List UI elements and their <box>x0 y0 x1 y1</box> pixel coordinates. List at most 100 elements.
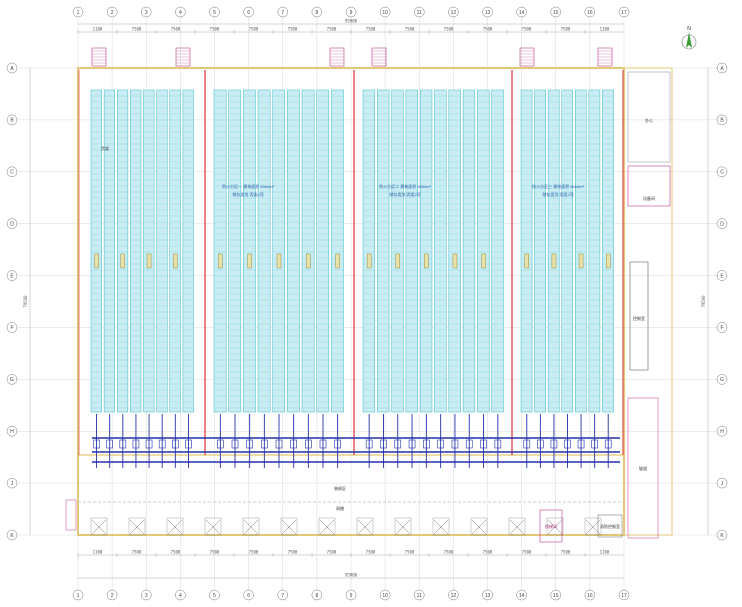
dock-frame <box>508 517 526 536</box>
dim-value: 7500 <box>327 550 337 555</box>
rack-row <box>301 89 315 413</box>
dim-value: 7500 <box>171 27 181 32</box>
rack-row <box>547 89 560 413</box>
equipment-label: 设备间 <box>643 195 655 201</box>
grid-label-row: K <box>10 533 14 539</box>
control-room <box>629 261 649 371</box>
grid-bubble-row <box>716 425 728 437</box>
grid-label-col: 6 <box>247 10 250 16</box>
grid-label-col: 8 <box>315 10 318 16</box>
grid-label-row: E <box>10 273 14 279</box>
rack-row <box>448 89 461 413</box>
grid-label-col: 14 <box>519 593 525 599</box>
bottom-stair <box>539 509 563 543</box>
grid-bubble-row <box>716 477 728 489</box>
grid-label-col: 3 <box>145 593 148 599</box>
dock-door <box>243 519 259 535</box>
grid-bubble-col <box>550 6 561 18</box>
dock-frame <box>584 517 602 536</box>
grid-bubble-col <box>72 589 84 601</box>
dim-value: 7500 <box>405 27 415 32</box>
grid-label-row: D <box>10 221 14 227</box>
rack-row <box>561 89 574 413</box>
grid-label-col: 16 <box>587 593 593 599</box>
dock-frame <box>546 517 564 536</box>
rack-row <box>213 89 227 413</box>
stacker-crane <box>335 253 340 269</box>
grid-label-col: 9 <box>350 10 353 16</box>
grid-label-row: D <box>720 221 724 227</box>
grid-bubble-row <box>6 477 18 489</box>
grid-label-col: 8 <box>315 593 318 599</box>
grid-bubble-col <box>482 589 493 601</box>
storage-racks <box>90 89 614 413</box>
stacker-crane <box>481 253 486 269</box>
grid-bubble-row <box>716 322 728 333</box>
rack-row <box>534 89 546 413</box>
conveyor-station <box>119 439 127 449</box>
dock-frame <box>394 517 412 536</box>
conveyor-station <box>465 439 473 449</box>
grid-bubble-col <box>175 589 186 601</box>
stacker-crane <box>366 253 372 269</box>
grid-label-col: 1 <box>77 10 80 16</box>
dock-frame <box>280 517 298 536</box>
rack-label: 货架 <box>101 145 109 151</box>
dim-value: 7500 <box>327 27 337 32</box>
dim-value: 7500 <box>210 550 220 555</box>
conveyor-station <box>246 439 253 449</box>
grid-label-row: A <box>720 66 724 72</box>
conveyor-station <box>319 439 327 449</box>
ramp-room <box>627 397 659 539</box>
grid-bubble-row <box>716 529 728 541</box>
grid-label-col: 1 <box>77 593 80 599</box>
grid-label-col: 11 <box>417 10 422 16</box>
axis-grid-bubbles: 1122334455667788991010111112121313141415… <box>6 6 728 601</box>
stacker-crane <box>395 253 400 269</box>
grid-bubble-col <box>584 589 596 601</box>
conveyor-station <box>145 439 153 449</box>
dock-door <box>585 519 601 535</box>
grid-bubble-row <box>6 425 18 437</box>
dim-value: 1100 <box>600 27 610 32</box>
conveyor-station <box>437 439 444 449</box>
rack-row <box>419 89 433 413</box>
rack-row <box>405 89 418 413</box>
annex-room <box>627 71 671 163</box>
stair-label: 楼梯间 <box>545 523 557 529</box>
grid-label-col: 5 <box>213 593 216 599</box>
dock-door <box>395 519 411 535</box>
grid-bubble-col <box>175 6 186 18</box>
grid-bubble-row <box>6 322 18 333</box>
rack-row <box>520 89 533 413</box>
dim-value: 7500 <box>444 27 454 32</box>
grid-label-row: B <box>720 118 724 124</box>
grid-label-col: 7 <box>281 593 284 599</box>
grid-bubble-col <box>311 6 323 18</box>
grid-label-col: 6 <box>247 593 250 599</box>
rack-row <box>477 89 490 413</box>
grid-label-row: H <box>10 429 14 435</box>
north-label: N <box>687 26 691 32</box>
grid-label-col: 13 <box>485 593 491 599</box>
grid-bubble-col <box>209 6 220 18</box>
loading-docks <box>78 501 624 536</box>
stacker-crane <box>524 253 529 269</box>
grid-bubble-col <box>243 589 254 601</box>
grid-label-col: 10 <box>382 10 388 16</box>
rack-row <box>316 89 330 413</box>
rack-row <box>272 89 286 413</box>
dock-door <box>281 519 297 535</box>
dock-door <box>205 519 221 535</box>
grid-bubble-col <box>414 6 425 18</box>
conveyor-station <box>451 439 459 449</box>
rack-row <box>575 89 587 413</box>
loading-label: 装卸区 <box>334 485 346 491</box>
stacker-crane <box>452 253 458 269</box>
grid-label-col: 17 <box>621 593 627 599</box>
dock-frame <box>166 517 184 536</box>
rack-row <box>377 89 390 413</box>
grid-bubble-col <box>482 6 493 18</box>
grid-label-col: 4 <box>179 593 182 599</box>
